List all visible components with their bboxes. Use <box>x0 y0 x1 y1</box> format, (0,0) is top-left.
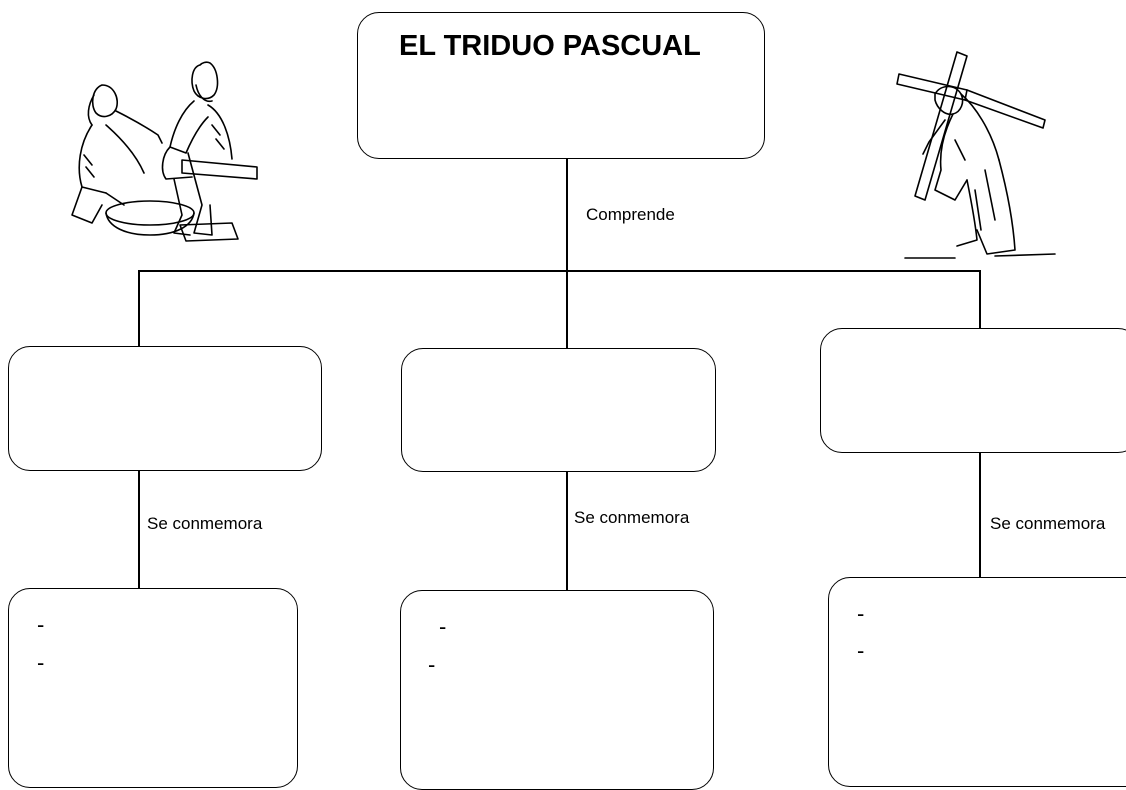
bullet-3b: - <box>857 638 865 663</box>
day-box-1[interactable] <box>8 346 322 471</box>
cross-bearing-illustration <box>896 51 1056 259</box>
day-box-3[interactable] <box>820 328 1126 453</box>
page-title: EL TRIDUO PASCUAL <box>399 30 701 62</box>
bullet-3a: - <box>857 601 865 626</box>
connector-line-1 <box>138 471 140 589</box>
commemoration-box-1[interactable] <box>8 588 298 788</box>
branch-drop-right <box>979 270 981 330</box>
commemoration-box-2[interactable] <box>400 590 714 790</box>
trunk-line <box>566 159 568 272</box>
bullet-2b: - <box>428 652 436 677</box>
bullet-2a: - <box>439 614 447 639</box>
bullet-1a: - <box>37 612 45 637</box>
day-box-2[interactable] <box>401 348 716 472</box>
connector-label-3: Se conmemora <box>990 514 1106 533</box>
connector-line-2 <box>566 472 568 590</box>
connector-line-3 <box>979 453 981 577</box>
branch-line <box>138 270 981 272</box>
connector-label-comprende: Comprende <box>586 205 675 224</box>
branch-drop-left <box>138 270 140 348</box>
bullet-1b: - <box>37 650 45 675</box>
title-box <box>357 12 765 159</box>
connector-label-1: Se conmemora <box>147 514 263 533</box>
foot-washing-illustration <box>71 61 258 242</box>
branch-drop-center <box>566 270 568 350</box>
commemoration-box-3[interactable] <box>828 577 1126 787</box>
connector-label-2: Se conmemora <box>574 508 690 527</box>
